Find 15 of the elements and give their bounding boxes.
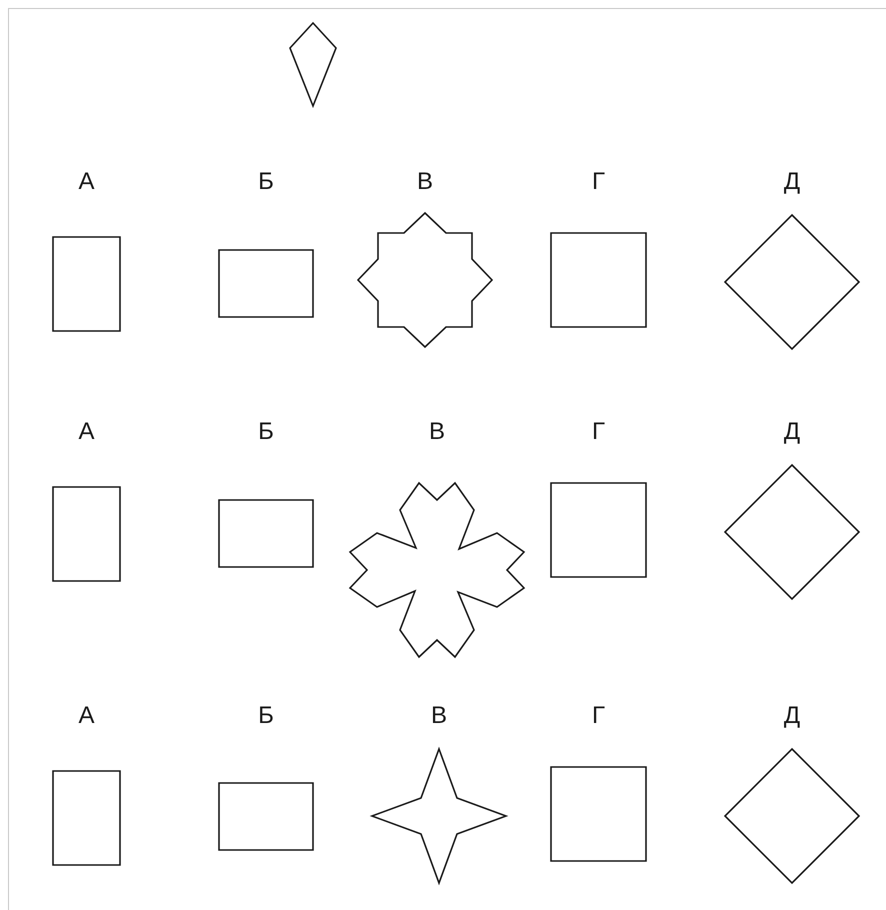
- option-letter: Б: [258, 702, 274, 730]
- option-letter: А: [78, 418, 94, 446]
- option-letter: Г: [592, 702, 605, 730]
- option-letter: Д: [784, 168, 800, 196]
- option-letter: Д: [784, 702, 800, 730]
- option-letter: А: [78, 168, 94, 196]
- option-letter: А: [78, 702, 94, 730]
- option-letter: Д: [784, 418, 800, 446]
- option-letter: Б: [258, 418, 274, 446]
- option-letter: Б: [258, 168, 274, 196]
- option-letter: Г: [592, 168, 605, 196]
- option-letter: В: [416, 168, 433, 196]
- option-letter: Г: [592, 418, 605, 446]
- option-letter: В: [428, 418, 445, 446]
- option-letter: В: [430, 702, 447, 730]
